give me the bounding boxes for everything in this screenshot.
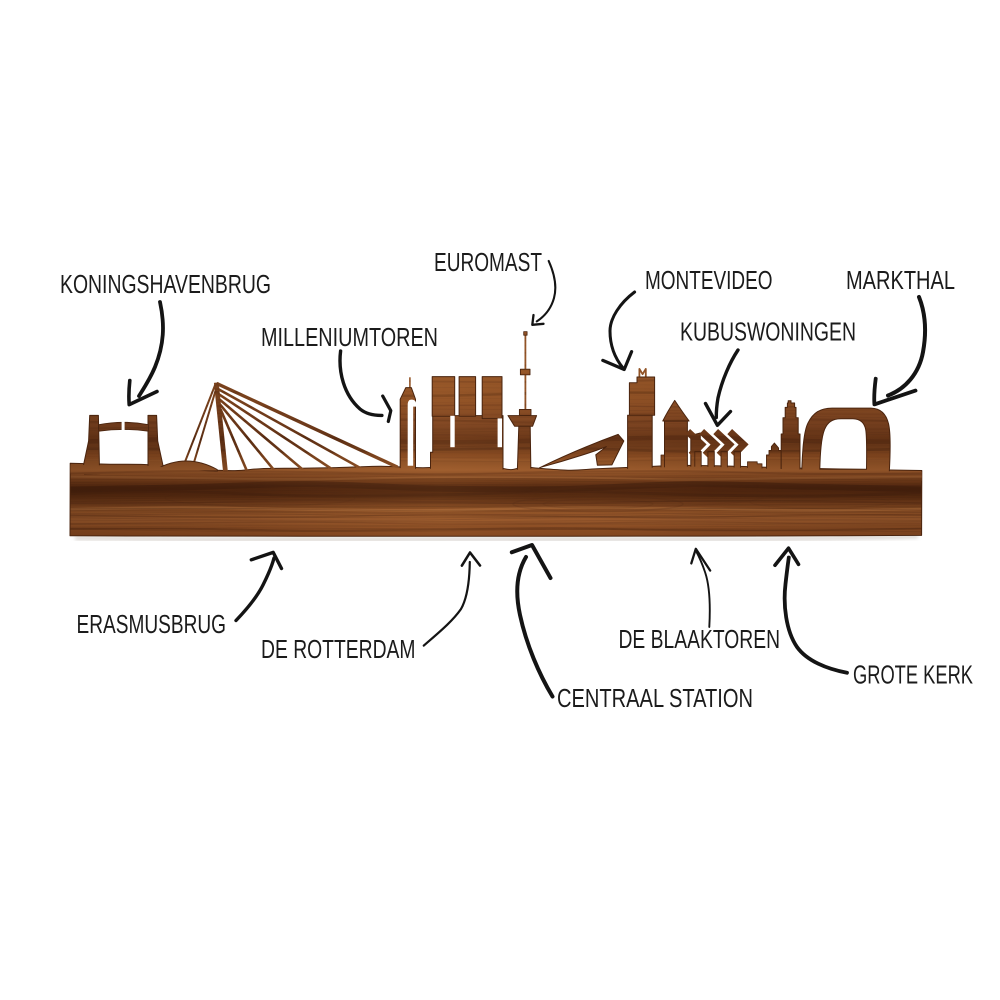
svg-text:GROTE KERK: GROTE KERK bbox=[853, 660, 973, 690]
svg-text:MILLENIUMTOREN: MILLENIUMTOREN bbox=[261, 322, 438, 352]
svg-text:MONTEVIDEO: MONTEVIDEO bbox=[645, 265, 773, 295]
svg-text:DE ROTTERDAM: DE ROTTERDAM bbox=[261, 634, 416, 664]
svg-text:DE BLAAKTOREN: DE BLAAKTOREN bbox=[619, 624, 781, 654]
svg-text:KUBUSWONINGEN: KUBUSWONINGEN bbox=[680, 317, 856, 347]
svg-text:KONINGSHAVENBRUG: KONINGSHAVENBRUG bbox=[60, 269, 271, 299]
svg-text:EUROMAST: EUROMAST bbox=[434, 247, 542, 277]
svg-text:CENTRAAL STATION: CENTRAAL STATION bbox=[557, 683, 753, 713]
svg-text:ERASMUSBRUG: ERASMUSBRUG bbox=[77, 609, 227, 639]
svg-text:MARKTHAL: MARKTHAL bbox=[846, 265, 955, 295]
